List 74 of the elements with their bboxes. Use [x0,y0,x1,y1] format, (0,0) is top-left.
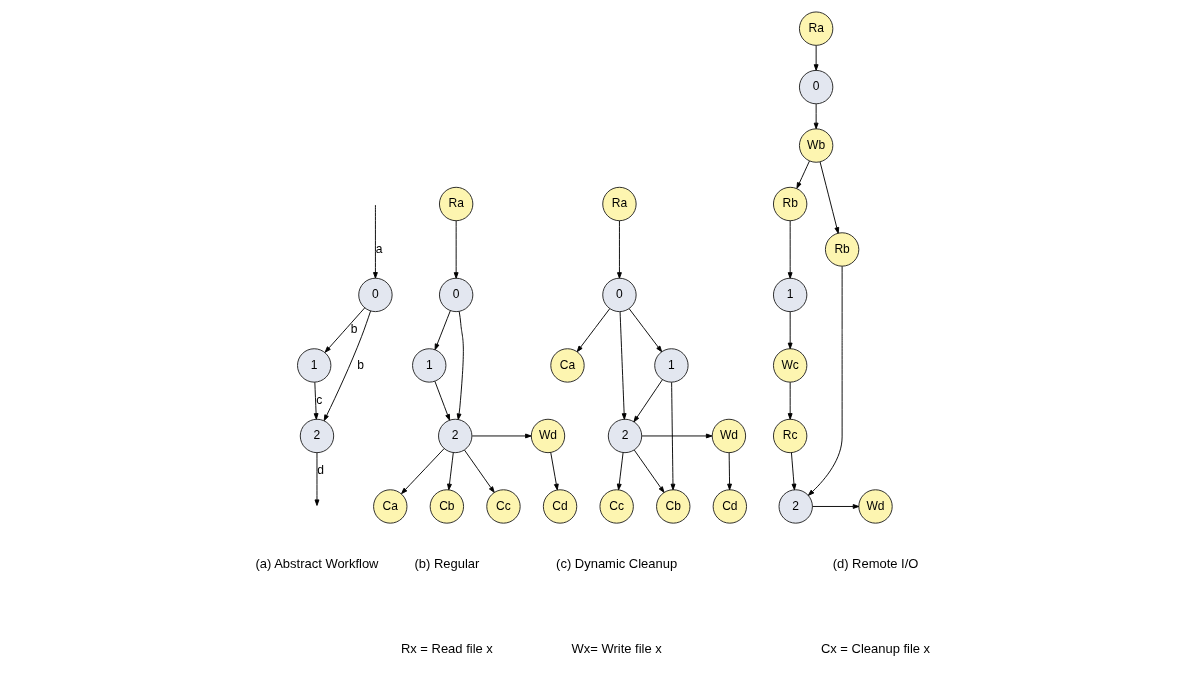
arrow [632,379,663,423]
label: (b) Regular [413,556,479,572]
node-circle: Ca [549,348,585,383]
node-circle: Rc [772,418,807,454]
arrow [819,161,839,234]
node-circle: 2 [299,418,334,454]
arrow [446,452,454,491]
arrow [633,449,664,493]
arrow [434,310,451,351]
arrow [787,311,793,350]
node-circle: Cb [655,489,690,524]
edge-label: a [375,241,382,256]
edge-label: b [350,322,357,337]
arrow [641,433,712,439]
edge-label: d [316,463,324,478]
node-circle: Cc [485,489,521,524]
node-circle: 0 [798,69,833,105]
arrow [790,452,796,491]
edge-label: b [356,357,364,372]
node-circle: 2 [607,418,642,454]
node-circle: Ra [438,186,473,222]
arrow [576,308,610,353]
node-circle: Ra [601,186,637,222]
arrow [549,452,559,491]
node-circle: Wc [772,348,807,383]
arrow [313,381,318,420]
arrow [616,452,624,491]
edge-label: c [315,392,322,407]
arrow [807,265,843,496]
arrow [726,452,732,491]
label: Cx = Cleanup file x [820,640,930,656]
label: (c) Dynamic Cleanup [555,556,677,572]
arrow [670,381,675,491]
node-circle: Cd [542,489,577,524]
arrow [795,160,810,189]
node-circle: 0 [438,277,473,313]
arrow [787,220,793,279]
node-circle: Cb [429,489,464,524]
arrow [456,310,464,420]
arrow [314,452,319,506]
node-circle: Ra [798,11,833,46]
node-circle: Wb [798,128,833,163]
node-circle: Cd [712,489,747,524]
node-circle: Wd [530,418,565,454]
arrow [616,220,622,279]
node-circle: 0 [357,277,393,313]
arrow [619,311,627,420]
arrow [433,380,450,421]
node-circle: 0 [601,277,637,313]
arrow [813,103,819,130]
arrow [400,448,445,495]
node-circle: Wd [857,489,893,524]
label: (a) Abstract Workflow [254,556,378,572]
arrow [787,381,793,420]
node-circle: 1 [411,348,446,383]
node-circle: 1 [772,277,807,313]
label: Wx= Write file x [571,640,662,656]
arrow [628,308,662,353]
arrow [813,45,819,71]
label: (d) Remote I/O [832,556,918,572]
node-circle: Cc [599,489,634,524]
node-circle: Rb [824,232,859,267]
arrow [471,433,532,439]
arrow [463,449,495,493]
node-circle: 1 [653,348,689,383]
label: Rx = Read file x [400,640,493,656]
arrow [453,220,459,279]
node-circle: Wd [711,418,746,454]
arrow [324,307,365,353]
arrow [372,204,378,279]
arrow [323,310,371,422]
arrow [811,504,859,509]
node-circle: 2 [437,418,472,454]
node-circle: Rb [772,186,807,222]
